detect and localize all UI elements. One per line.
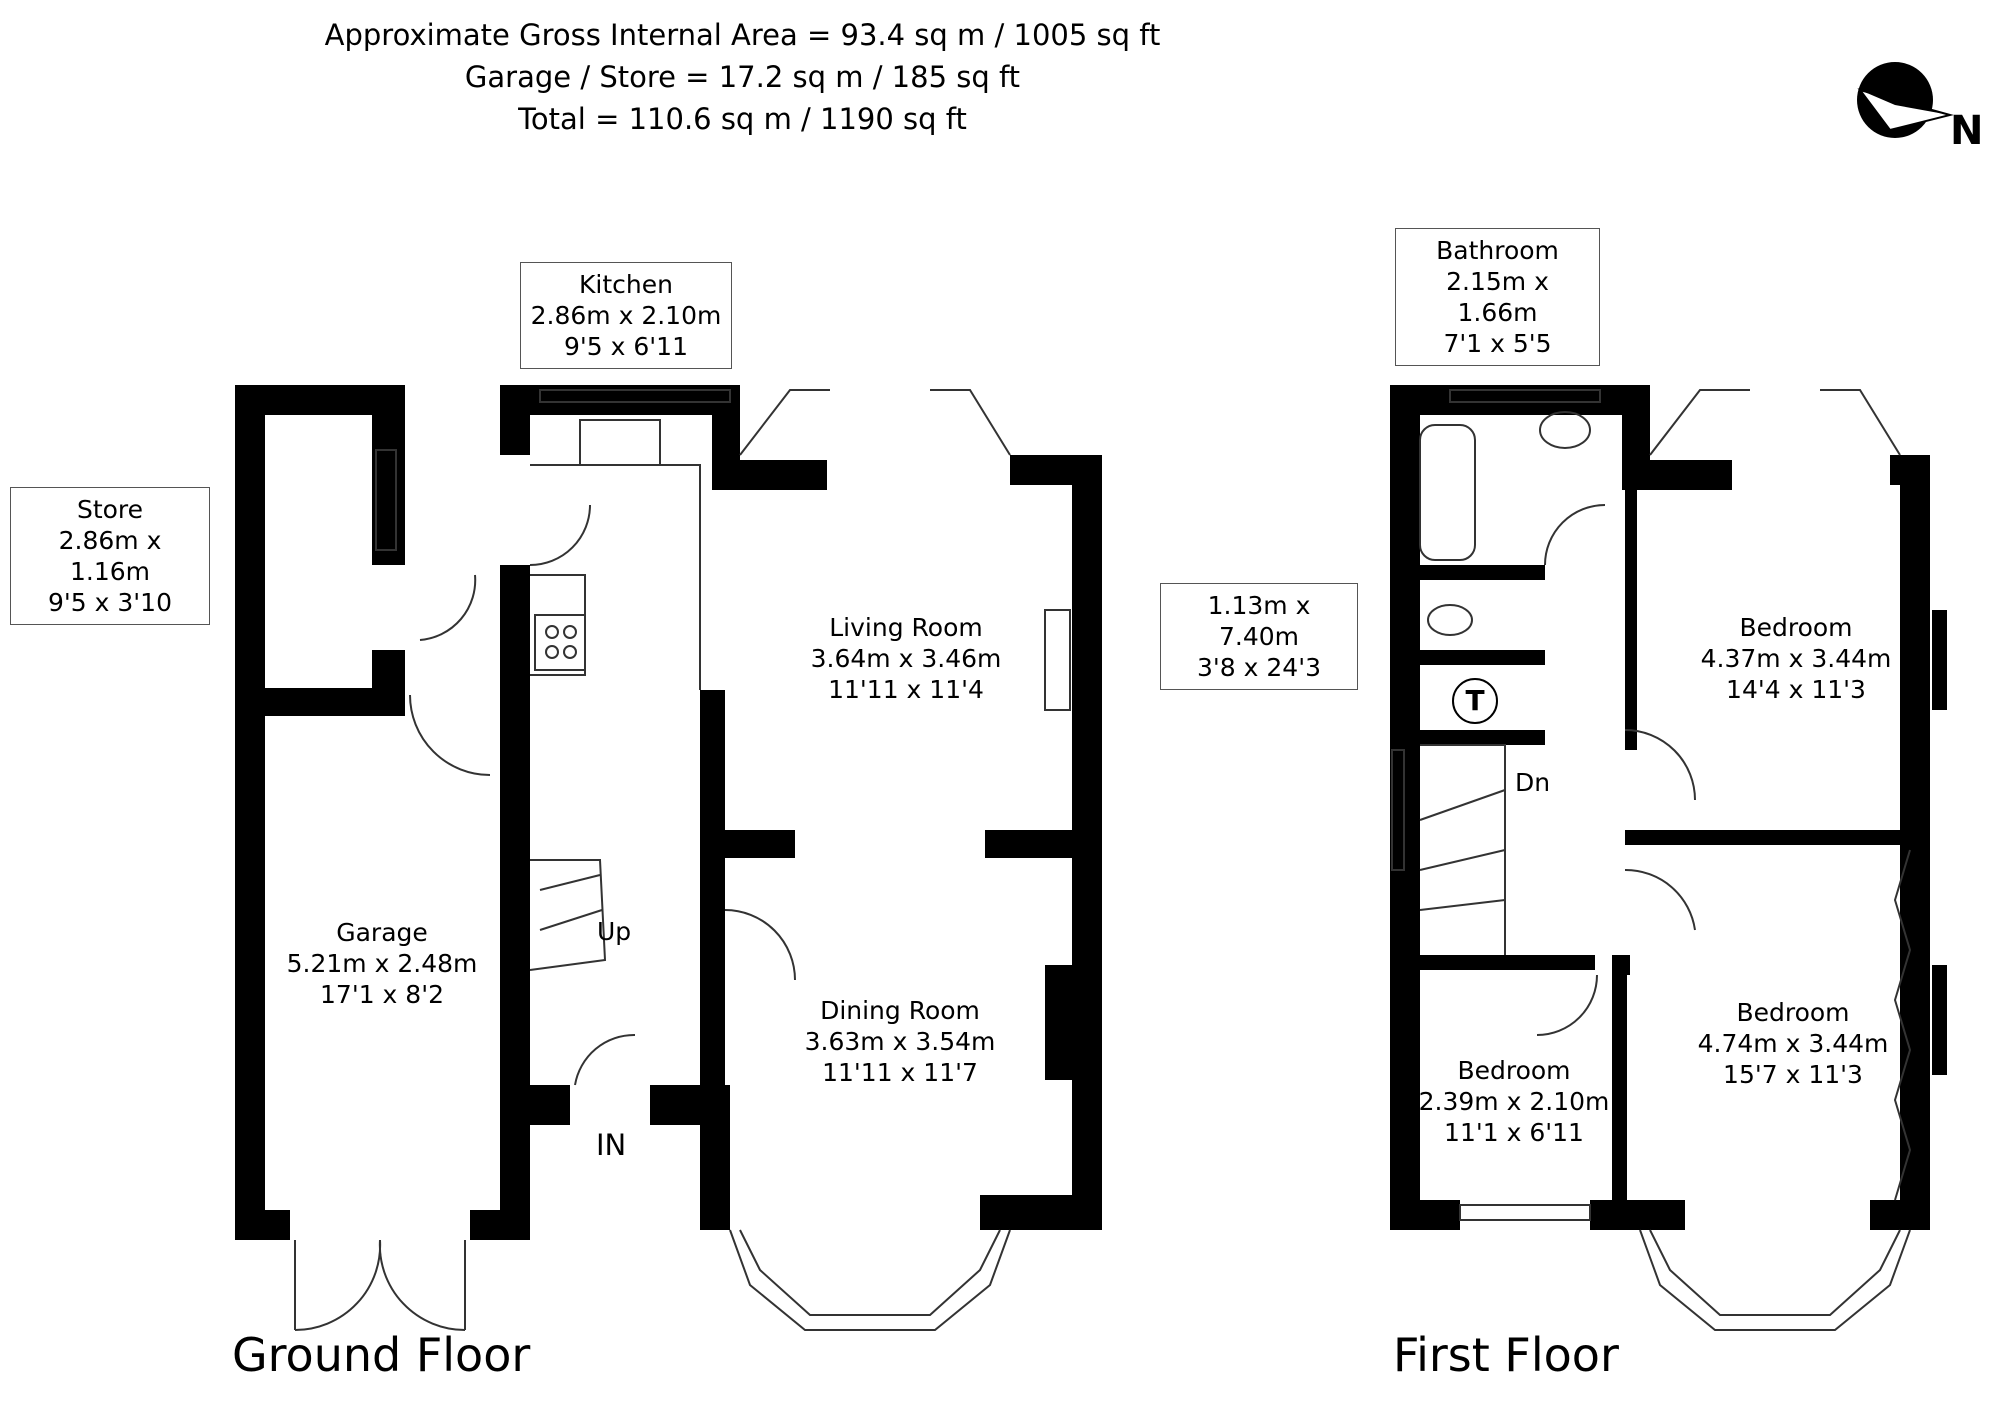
bedroom-1-label: Bedroom 4.37m x 3.44m 14'4 x 11'3 [1700,613,1892,704]
total-area: Total = 110.6 sq m / 1190 sq ft [518,102,967,136]
entrance-label: IN [596,1128,627,1162]
bedroom-3-label: Bedroom 2.39m x 2.10m 11'1 x 6'11 [1418,1056,1610,1147]
north-label: N [1950,108,1984,154]
bathroom-label: Bathroom 2.15m x 1.66m 7'1 x 5'5 [1395,228,1600,366]
living-room-label: Living Room 3.64m x 3.46m 11'11 x 11'4 [810,613,1002,704]
first-floor-walls [1390,385,1947,1230]
north-arrow-icon [1857,62,1954,138]
area-summary: Approximate Gross Internal Area = 93.4 s… [0,14,1485,140]
first-floor-lines [1391,389,1912,1331]
bedroom-2-label: Bedroom 4.74m x 3.44m 15'7 x 11'3 [1697,998,1889,1089]
stairs-up-label: Up [597,917,632,946]
water-tank-marker: T [1452,678,1498,724]
kitchen-label: Kitchen 2.86m x 2.10m 9'5 x 6'11 [520,262,732,369]
stairs-down-label: Dn [1515,768,1551,797]
landing-label: 1.13m x 7.40m 3'8 x 24'3 [1160,583,1358,690]
ground-floor-title: Ground Floor [232,1328,531,1382]
store-label: Store 2.86m x 1.16m 9'5 x 3'10 [10,487,210,625]
gross-internal-area: Approximate Gross Internal Area = 93.4 s… [324,18,1161,52]
ground-floor-lines [294,389,1071,1332]
ground-floor-walls [235,385,1102,1240]
dining-room-label: Dining Room 3.63m x 3.54m 11'11 x 11'7 [804,996,996,1087]
garage-label: Garage 5.21m x 2.48m 17'1 x 8'2 [286,918,478,1009]
garage-store-area: Garage / Store = 17.2 sq m / 185 sq ft [464,60,1021,94]
first-floor-title: First Floor [1393,1328,1619,1382]
